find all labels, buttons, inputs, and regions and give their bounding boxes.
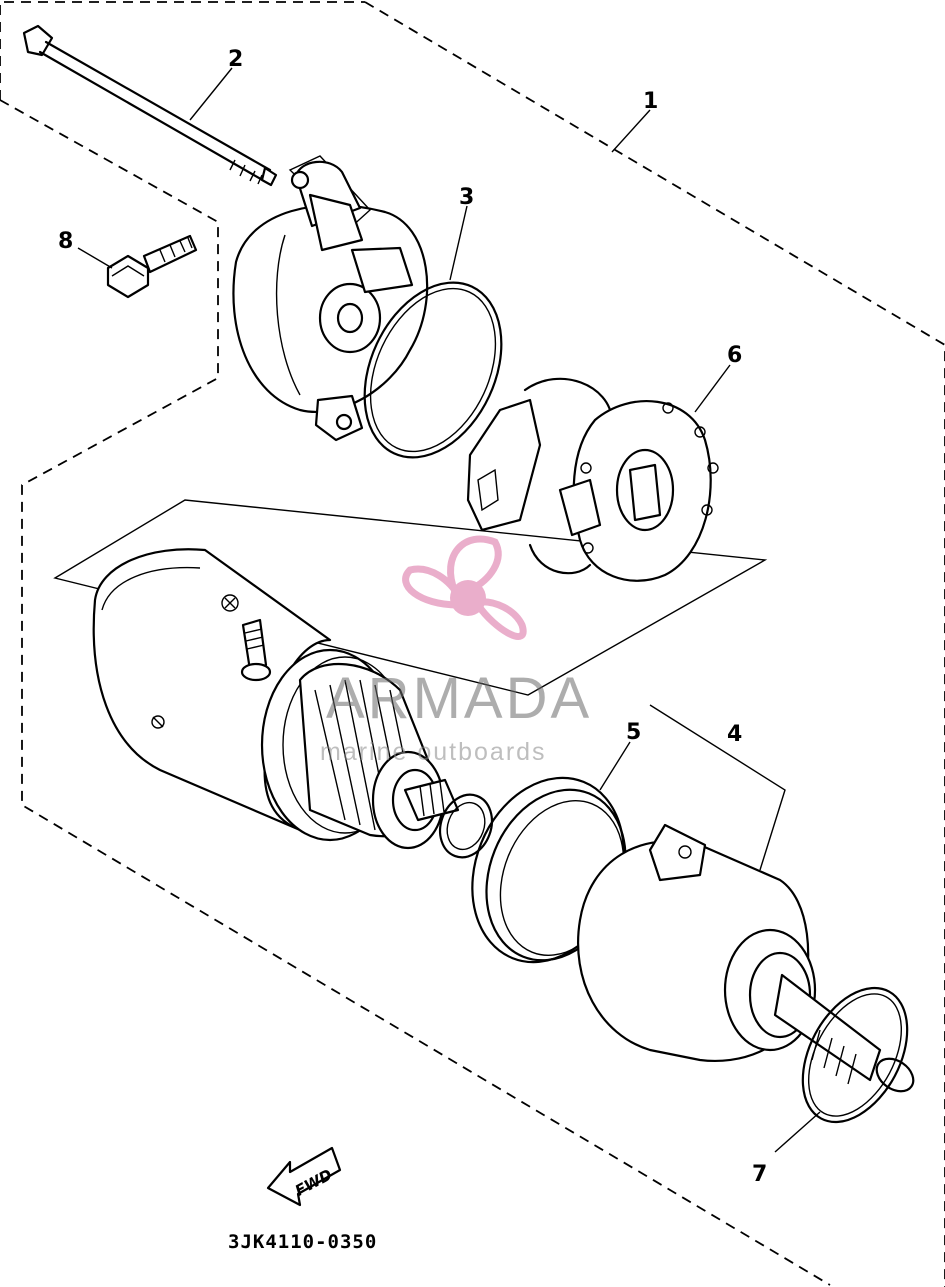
part-label-7: 7: [752, 1162, 767, 1187]
shaft-o-ring: [801, 986, 909, 1124]
part-label-6: 6: [727, 343, 742, 368]
part-label-2: 2: [228, 47, 243, 72]
part-label-8: 8: [58, 229, 73, 254]
drawing-code: 3JK4110-0350: [228, 1231, 377, 1253]
brush-group-outline: [53, 499, 768, 696]
leader-lines: [77, 67, 821, 1153]
rear-end-cover: [232, 155, 429, 442]
armature: [298, 662, 460, 850]
part-label-1: 1: [643, 89, 658, 114]
brush-holder-assembly: [466, 377, 719, 582]
fwd-arrow-icon: FWD: [266, 1146, 342, 1207]
part-label-4: 4: [727, 722, 742, 747]
propeller-logo-icon: [402, 535, 527, 640]
part-labels: 1 2 3 4 5 6 7 8: [58, 47, 767, 1187]
flange-bolt: [106, 234, 198, 299]
armada-watermark: ARMADA marine outboards: [320, 535, 592, 766]
front-cover: [577, 823, 915, 1093]
part-label-3: 3: [459, 185, 474, 210]
o-ring-large: [363, 281, 503, 459]
watermark-title: ARMADA: [326, 666, 592, 731]
part-label-5: 5: [626, 720, 641, 745]
through-bolt: [22, 24, 278, 187]
thrust-washer: [438, 793, 494, 859]
watermark-subtitle: marine outboards: [320, 738, 547, 766]
